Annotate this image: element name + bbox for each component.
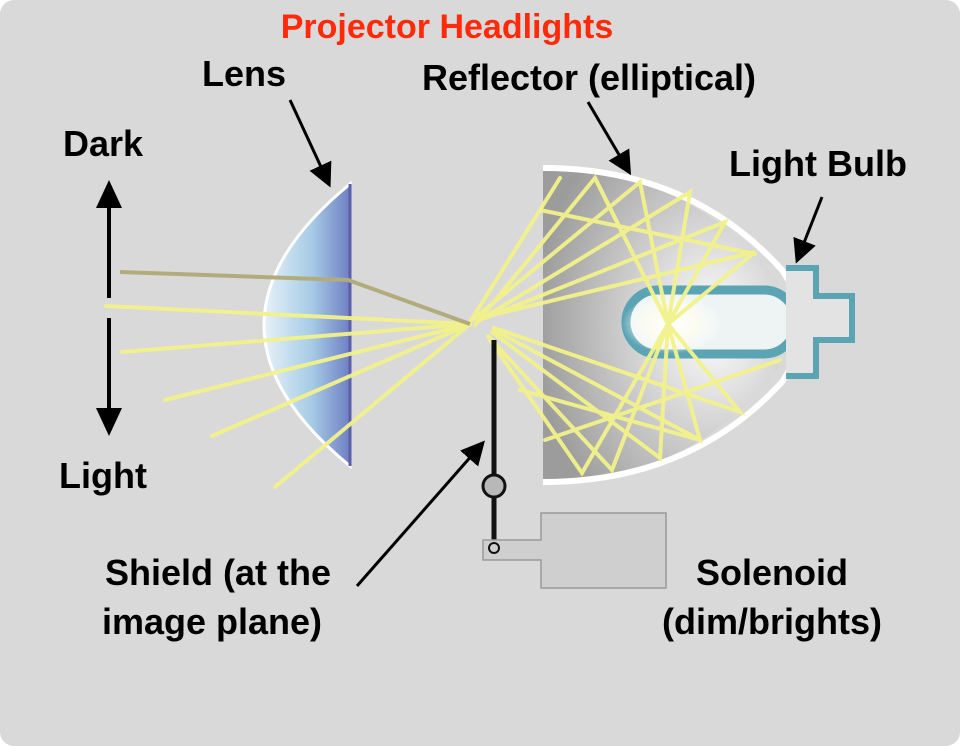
- lens: [262, 180, 352, 470]
- dark-light-arrow: [96, 180, 122, 436]
- light-label: Light: [59, 455, 147, 496]
- solenoid: [482, 512, 667, 589]
- shield-label-line1: Shield (at the: [105, 552, 331, 593]
- shield-pointer-arrow: [355, 440, 485, 587]
- reflector-pointer-arrow: [586, 101, 632, 176]
- solenoid-pin: [488, 542, 500, 554]
- light-beams: [104, 174, 782, 489]
- shield-label-line2: image plane): [102, 601, 322, 642]
- bulb-glow: [622, 294, 722, 354]
- cutoff-ray: [119, 270, 471, 326]
- shield-pivot: [481, 473, 507, 499]
- solenoid-label-line1: Solenoid: [696, 552, 848, 593]
- bulb-label: Light Bulb: [729, 143, 907, 184]
- solenoid-label-line2: (dim/brights): [662, 601, 882, 642]
- bulb-pointer-arrow: [793, 196, 824, 264]
- reflector-label: Reflector (elliptical): [422, 57, 756, 98]
- bulb-socket: [786, 265, 855, 379]
- lens-label: Lens: [202, 53, 286, 94]
- dark-label: Dark: [63, 123, 144, 164]
- diagram-title: Projector Headlights: [281, 8, 614, 46]
- lens-pointer-arrow: [288, 99, 332, 188]
